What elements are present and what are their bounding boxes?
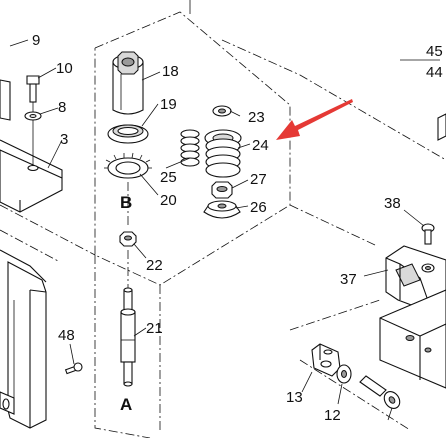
- washer-part-23: [212, 105, 232, 117]
- washer-part-12: [336, 364, 352, 384]
- screw-part-48: [64, 362, 83, 375]
- label-20: 20: [160, 192, 177, 209]
- label-9: 9: [32, 32, 40, 49]
- label-B: B: [120, 193, 132, 212]
- label-24: 24: [252, 137, 269, 154]
- label-37: 37: [340, 271, 357, 288]
- toothed-washer-part-20: [104, 152, 152, 179]
- shaft-part-21: [120, 287, 136, 387]
- label-23: 23: [248, 109, 265, 126]
- bolt-part-10: [26, 75, 40, 103]
- left-edge-part-9: [0, 79, 11, 121]
- link-part-13: [311, 343, 341, 377]
- screw-part-38: [421, 223, 435, 245]
- left-cover: [0, 249, 47, 429]
- leader-lines: [9, 39, 425, 421]
- right-top-partial-parts: [400, 59, 446, 141]
- red-arrow-icon: [276, 99, 353, 140]
- left-base-plate: [0, 98, 63, 213]
- part-labels: 9 10 8 3 18 19 25 20 B 23 24 27 26 22 21…: [32, 32, 443, 424]
- label-3: 3: [60, 131, 68, 148]
- label-19: 19: [160, 96, 177, 113]
- label-A: A: [120, 395, 132, 414]
- label-21: 21: [146, 320, 163, 337]
- right-base-block: [379, 289, 446, 389]
- foot-part-26: [203, 200, 241, 219]
- cylinder-part-18: [112, 51, 144, 115]
- washer-part-8: [24, 111, 42, 121]
- bracket-part-37: [385, 245, 446, 313]
- label-27: 27: [250, 171, 267, 188]
- large-spring-part-24: [204, 129, 242, 178]
- label-44: 44: [426, 64, 443, 81]
- ring-part-19: [107, 124, 149, 144]
- nut-part-22: [119, 231, 137, 247]
- label-8: 8: [58, 99, 66, 116]
- nut-part-27: [211, 181, 233, 199]
- label-18: 18: [162, 63, 179, 80]
- label-48: 48: [58, 327, 75, 344]
- label-25: 25: [160, 169, 177, 186]
- label-45: 45: [426, 43, 443, 60]
- label-12: 12: [324, 407, 341, 424]
- label-38: 38: [384, 195, 401, 212]
- label-13: 13: [286, 389, 303, 406]
- label-26: 26: [250, 199, 267, 216]
- bolt-part-12: [359, 375, 401, 409]
- label-22: 22: [146, 257, 163, 274]
- small-spring-part-25: [180, 129, 200, 167]
- label-10: 10: [56, 60, 73, 77]
